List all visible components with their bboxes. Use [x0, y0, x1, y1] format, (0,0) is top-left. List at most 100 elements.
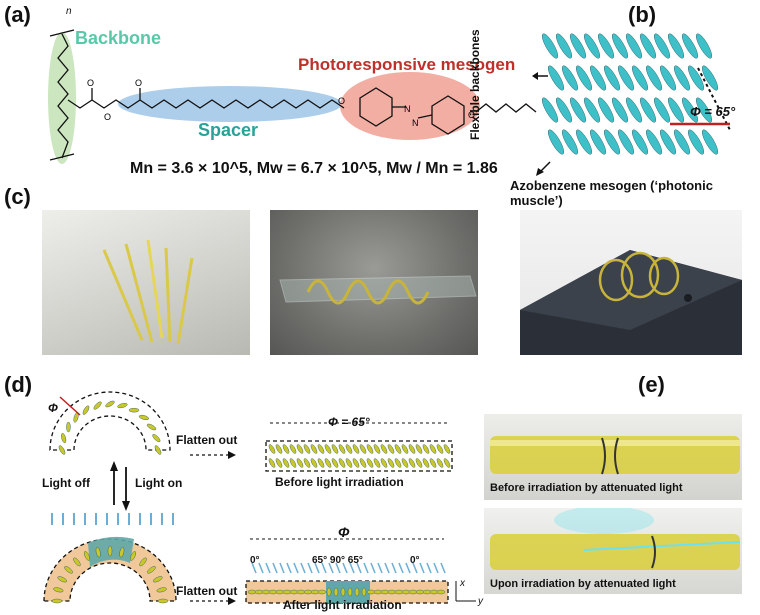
light-ray	[251, 562, 257, 574]
strip-mesogen	[331, 458, 339, 468]
flexible-backbones-label: Flexible backbones	[468, 29, 482, 140]
mesogen-rod	[583, 97, 601, 123]
strip-mesogen	[422, 444, 430, 454]
strip-mesogen	[361, 587, 367, 597]
strip-mesogen	[254, 589, 264, 595]
light-ray	[321, 562, 327, 574]
arch-mesogen	[129, 551, 137, 561]
panel-d-diagram	[43, 391, 476, 605]
azobenzene-caption: Azobenzene mesogen (‘photonic muscle’)	[510, 178, 713, 208]
svg-text:N: N	[412, 118, 419, 128]
mesogen-rod	[625, 33, 643, 59]
caption-upon: Upon irradiation by attenuated light	[490, 578, 676, 590]
strip-mesogen	[347, 587, 353, 597]
strip-mesogen	[345, 444, 353, 454]
arch-mesogen	[51, 598, 63, 604]
strip-mesogen	[326, 587, 332, 597]
strip-mesogen	[366, 458, 374, 468]
strip-mesogen	[401, 458, 409, 468]
arch-mesogen	[61, 433, 67, 444]
mesogen-rod	[673, 65, 691, 91]
strip-mesogen	[289, 444, 297, 454]
mesogen-rod	[589, 65, 607, 91]
strip-mesogen	[282, 444, 290, 454]
panel-d-label: (d)	[4, 372, 33, 397]
light-ray	[370, 562, 376, 574]
arch-mesogen	[154, 445, 162, 455]
mesogen-rod	[569, 33, 587, 59]
strip-mesogen	[310, 444, 318, 454]
strip-mesogen	[317, 458, 325, 468]
mesogen-rod	[659, 129, 677, 155]
light-ray	[335, 562, 341, 574]
arch-mesogen	[138, 414, 149, 420]
light-ray	[363, 562, 369, 574]
arch-mesogen	[119, 547, 125, 558]
arch-mesogen	[146, 423, 157, 431]
light-ray	[307, 562, 313, 574]
panel-a-structure: O O O O N N O	[48, 29, 537, 164]
strip-mesogen	[429, 458, 437, 468]
panel-c-label: (c)	[4, 184, 31, 209]
strip-mesogen	[436, 589, 446, 595]
light-ray	[314, 562, 320, 574]
strip-mesogen	[394, 444, 402, 454]
mesogen-rod	[597, 97, 615, 123]
mesogen-rod	[603, 129, 621, 155]
strip-mesogen	[338, 444, 346, 454]
mesogen-rod	[653, 33, 671, 59]
strip-mesogen	[354, 587, 360, 597]
strip-mesogen	[373, 458, 381, 468]
photo-upon-irradiation: Upon irradiation by attenuated light	[484, 508, 742, 594]
strip-mesogen	[303, 444, 311, 454]
svg-text:O: O	[87, 78, 94, 88]
strip-mesogen	[296, 458, 304, 468]
mesogen-rod	[695, 97, 713, 123]
mesogen-rod	[653, 97, 671, 123]
strip-mesogen	[324, 458, 332, 468]
mesogen-rod	[667, 97, 685, 123]
arch-mesogen	[83, 551, 91, 561]
mesogen-rod	[547, 65, 565, 91]
phi-angle-label: Φ = 65°	[690, 104, 736, 119]
mesogen-rod	[625, 97, 643, 123]
panel-b-label: (b)	[628, 2, 657, 27]
arch-mesogen	[147, 566, 156, 574]
phi-65-label: Φ = 65°	[328, 415, 370, 429]
mesogen-rod	[611, 97, 629, 123]
phi-small-label: Φ	[48, 401, 58, 415]
mesogen-rod	[681, 97, 699, 123]
mesogen-rod	[541, 33, 559, 59]
arch-mesogen	[156, 587, 167, 593]
axis-y-label: y	[478, 596, 483, 607]
panel-b-mesogen-diagram	[532, 33, 731, 176]
strip-mesogen	[366, 444, 374, 454]
light-ray	[412, 562, 418, 574]
arch-mesogen	[117, 403, 128, 409]
mesogen-rod	[639, 33, 657, 59]
photo-coiled-fiber	[520, 210, 742, 355]
light-ray	[272, 562, 278, 574]
light-ray	[286, 562, 292, 574]
mesogen-rod	[645, 129, 663, 155]
caption-before: Before irradiation by attenuated light	[490, 482, 683, 494]
mesogen-rod	[561, 129, 579, 155]
backbone-label: Backbone	[75, 28, 162, 48]
flatten-out-top: Flatten out	[176, 433, 238, 447]
strip-mesogen	[338, 458, 346, 468]
mesogen-rod	[547, 129, 565, 155]
svg-text:O: O	[468, 110, 475, 120]
mesogen-rod	[589, 129, 607, 155]
arch-mesogen	[152, 576, 163, 583]
mesogen-rod	[561, 65, 579, 91]
strip-mesogen	[324, 444, 332, 454]
strip-mesogen	[268, 444, 276, 454]
mesogen-label: Photoresponsive mesogen	[298, 55, 516, 74]
mesogen-rod	[695, 33, 713, 59]
arch-mesogen	[107, 545, 113, 557]
flatten-out-bottom: Flatten out	[176, 584, 238, 598]
phi-bottom-label: Φ	[338, 524, 350, 540]
arch-mesogen	[93, 401, 102, 410]
mesogen-rod	[603, 65, 621, 91]
strip-mesogen	[340, 587, 346, 597]
